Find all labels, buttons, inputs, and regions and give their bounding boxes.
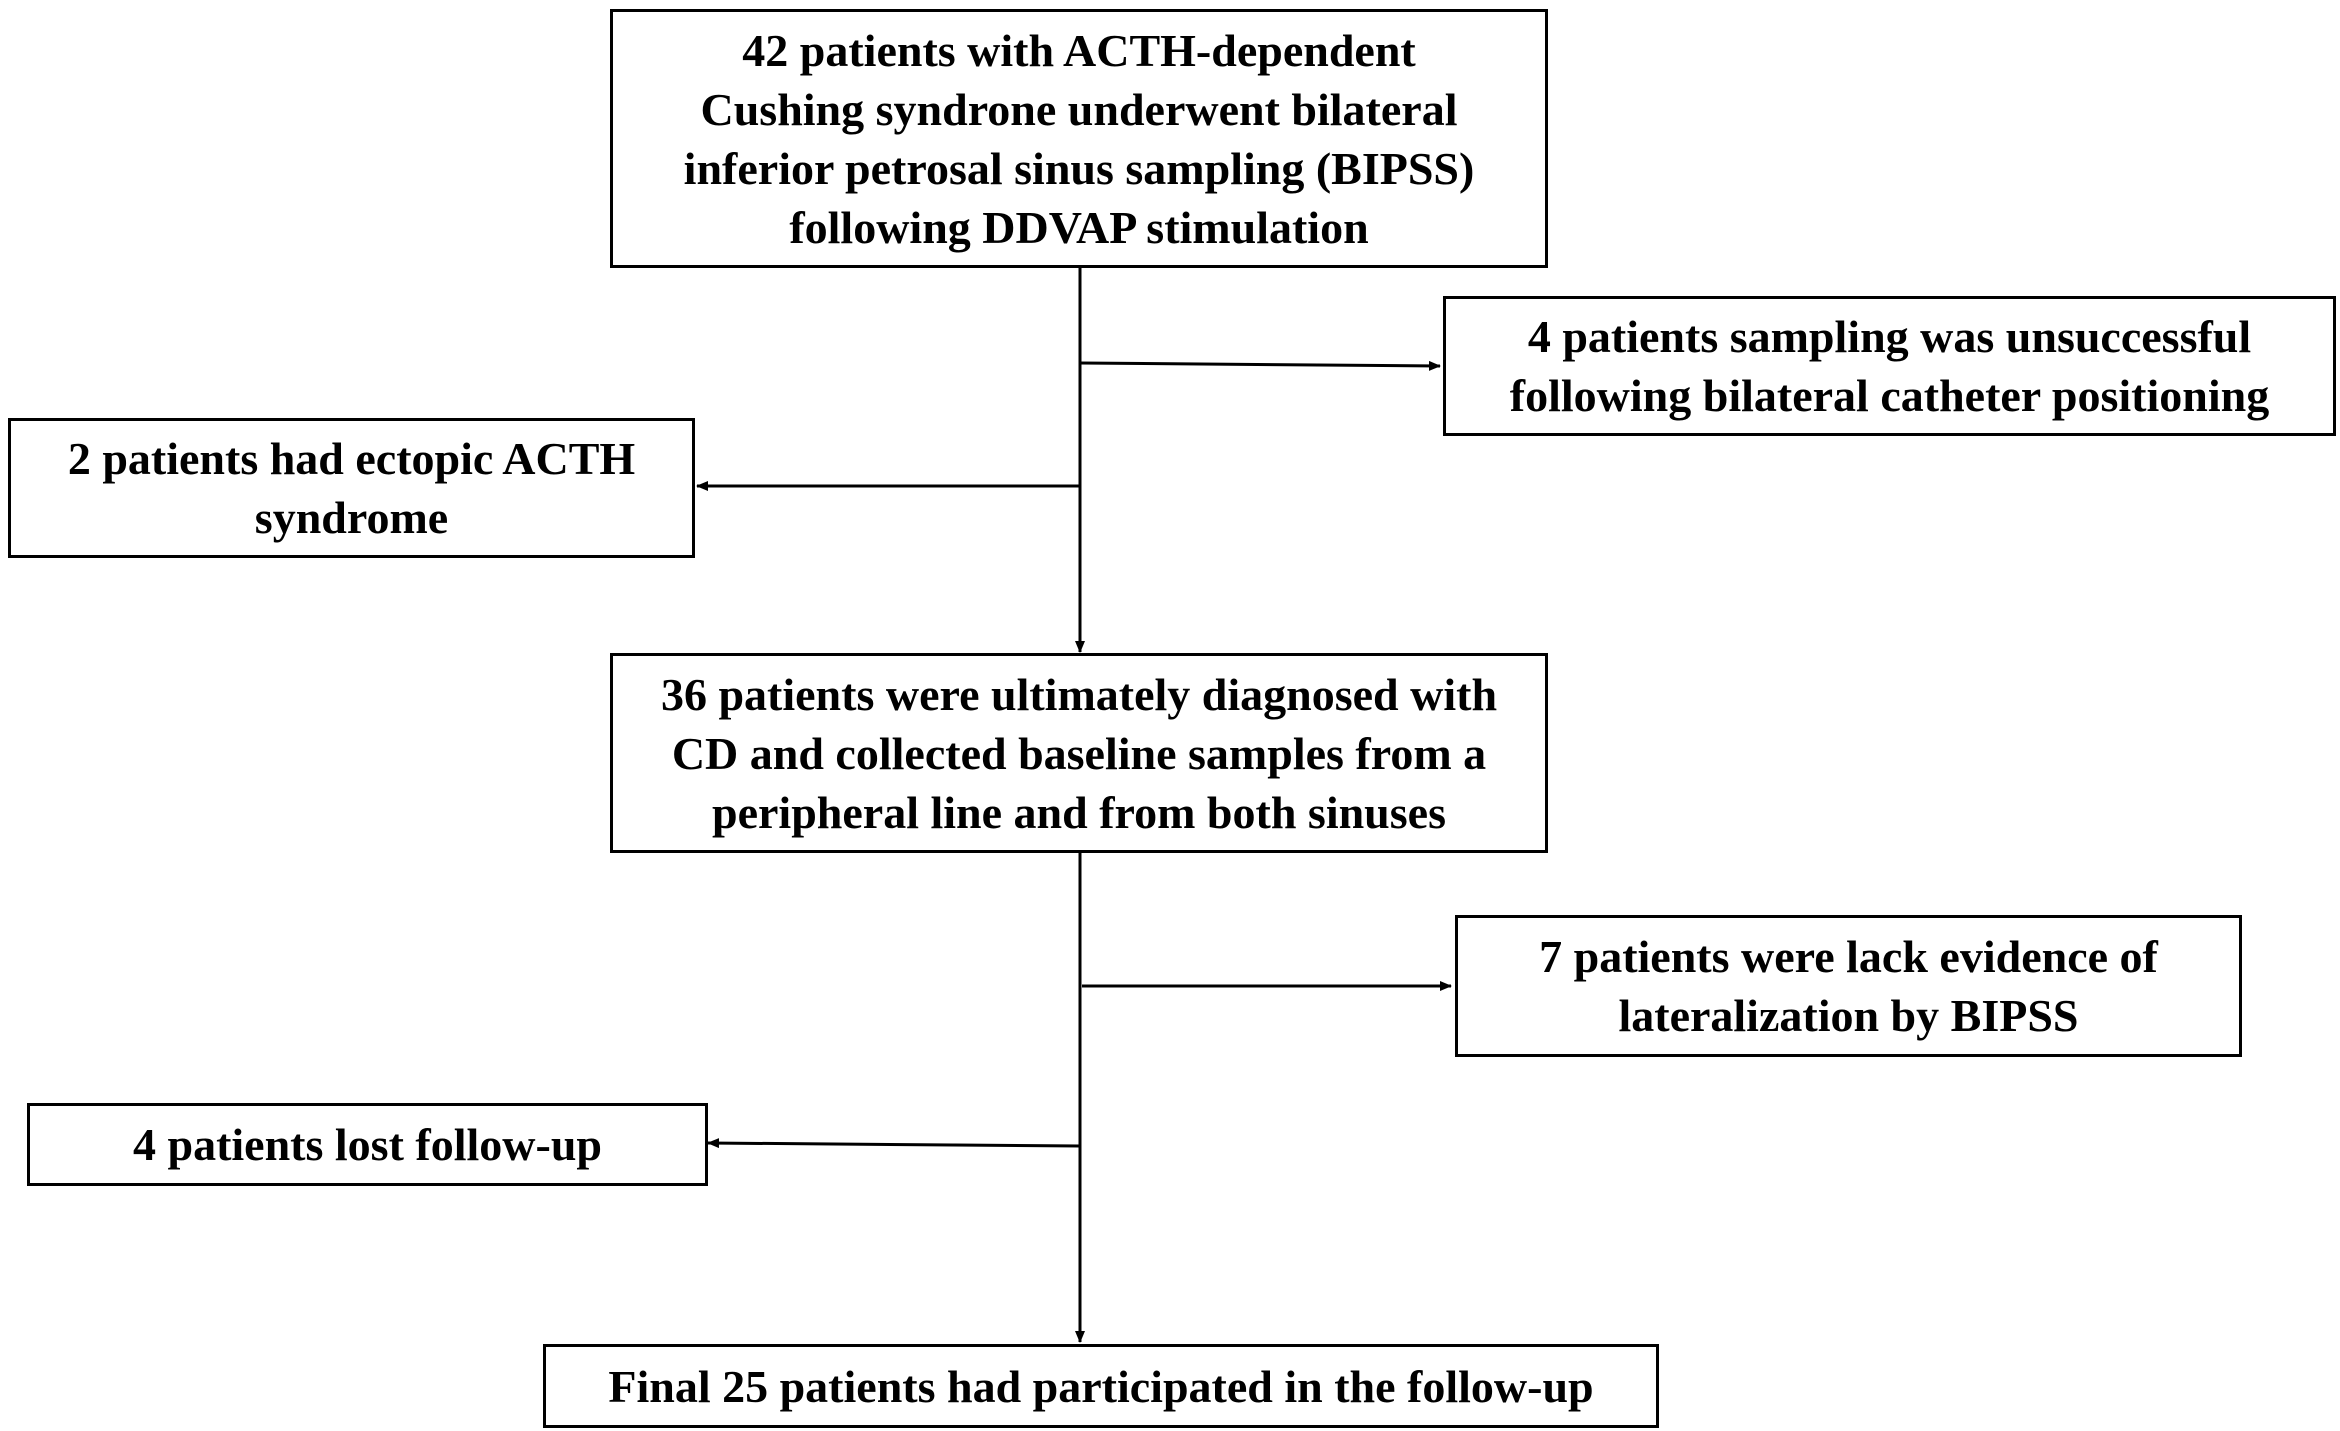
connector-to-lost [707, 1138, 1081, 1149]
box-unsuccessful-line: 4 patients sampling was unsuccessful [1527, 311, 2252, 362]
box-cd-line: peripheral line and from both sinuses [712, 786, 1446, 838]
box-start: 42 patients with ACTH-dependent Cushing … [610, 9, 1548, 268]
box-ectopic-line: syndrome [254, 492, 449, 543]
box-cd-line: 36 patients were ultimately diagnosed wi… [660, 668, 1498, 720]
box-unsuccessful-line: following bilateral catheter positioning [1509, 370, 2270, 421]
box-ectopic-line: 2 patients had ectopic ACTH [67, 433, 636, 484]
box-no-lateralization-line: lateralization by BIPSS [1618, 990, 2079, 1041]
box-cd: 36 patients were ultimately diagnosed wi… [610, 653, 1548, 853]
box-start-line: inferior petrosal sinus sampling (BIPSS) [683, 142, 1475, 194]
box-start-line: Cushing syndrone underwent bilateral [700, 83, 1458, 135]
box-lost-line: 4 patients lost follow-up [133, 1119, 602, 1170]
connector-to-unsuccessful [1079, 360, 1441, 371]
box-final-line: Final 25 patients had participated in th… [608, 1360, 1594, 1412]
box-no-lateralization-line: 7 patients were lack evidence of [1539, 931, 2158, 982]
box-final: Final 25 patients had participated in th… [543, 1344, 1659, 1428]
box-no-lateralization: 7 patients were lack evidence of lateral… [1455, 915, 2242, 1057]
box-start-line: following DDVAP stimulation [789, 201, 1369, 253]
box-lost: 4 patients lost follow-up [27, 1103, 708, 1186]
box-start-line: 42 patients with ACTH-dependent [742, 24, 1416, 76]
box-cd-line: CD and collected baseline samples from a [671, 727, 1487, 779]
box-ectopic: 2 patients had ectopic ACTH syndrome [8, 418, 695, 558]
box-unsuccessful: 4 patients sampling was unsuccessful fol… [1443, 296, 2336, 436]
